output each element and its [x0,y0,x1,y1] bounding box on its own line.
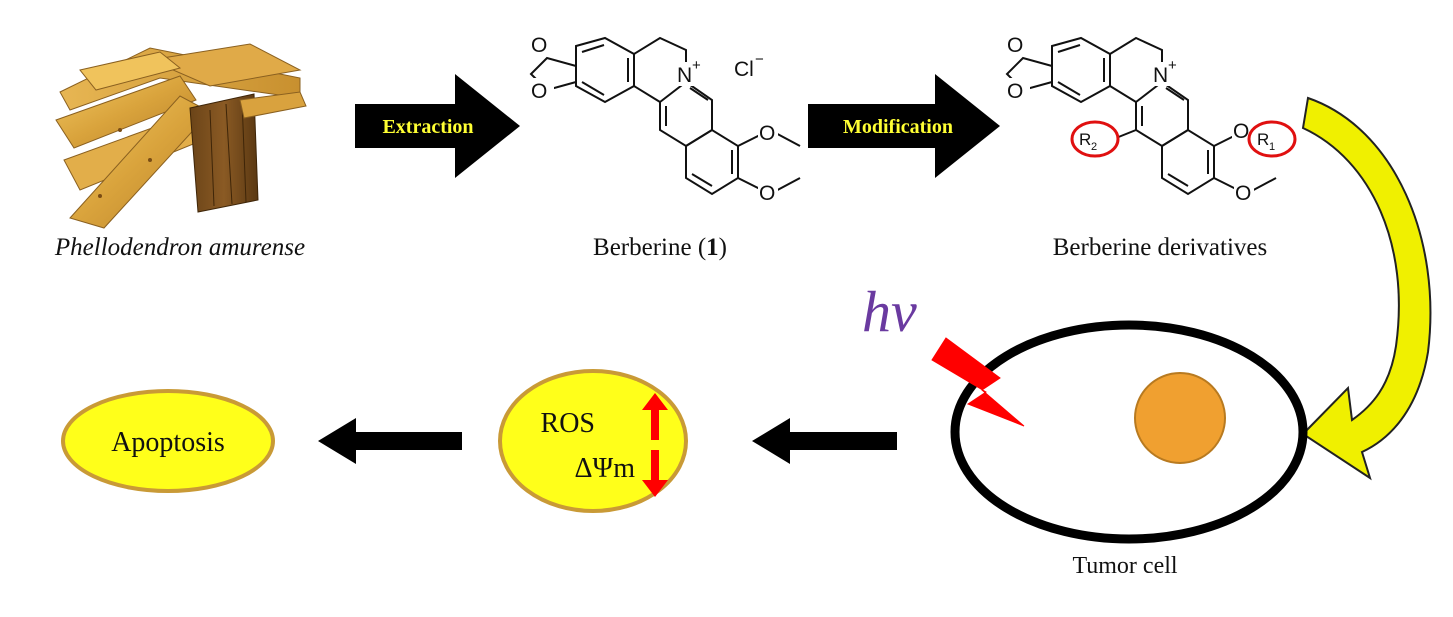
oxygen-atom: O [531,34,547,57]
modification-label: Modification [843,116,953,138]
arrow-cell-to-effects [752,418,897,464]
berberine-compound-number: 1 [706,234,719,261]
curved-arrow [1301,96,1432,481]
nucleus [1134,372,1226,464]
oxygen-atom: O [759,182,775,205]
oxygen-atom: O [1007,34,1023,57]
r2-subscript: 2 [1091,141,1097,153]
berberine-structure: O O N + Cl − O O [530,32,801,205]
berberine-caption-prefix: Berberine ( [593,234,707,261]
r2-highlight-ring [1070,120,1120,158]
effects-oval: ROS ΔΨm [498,369,688,513]
plant-bark-image [55,43,307,229]
tumor-cell-caption: Tumor cell [1072,553,1178,579]
r1-highlight-ring [1247,120,1297,158]
derivatives-caption: Berberine derivatives [1052,234,1268,261]
oxygen-atom: O [1233,120,1249,143]
tumor-cell [950,320,1308,544]
nitrogen-atom: N [1153,64,1168,87]
oxygen-atom: O [531,80,547,103]
nitrogen-atom: N [677,64,692,87]
oxygen-atom: O [1235,182,1251,205]
positive-charge: + [692,57,701,74]
source-caption: Phellodendron amurense [54,234,306,261]
arrow-effects-to-apoptosis [318,418,462,464]
derivative-structure: O O N + O O R 2 R 1 [1006,32,1297,205]
r1-subscript: 1 [1269,141,1275,153]
membrane-potential-label: ΔΨm [575,453,636,484]
oxygen-atom: O [1007,80,1023,103]
oxygen-atom: O [759,122,775,145]
down-arrow-icon [642,450,668,497]
up-arrow-icon [642,393,668,440]
extraction-label: Extraction [382,116,473,138]
berberine-caption-suffix: ) [718,234,727,261]
r1-letter: R [1257,130,1269,149]
modification-arrow: Modification [808,74,1000,178]
extraction-arrow: Extraction [355,74,520,178]
apoptosis-oval: Apoptosis [61,389,275,493]
chloride-ion: Cl [734,58,754,81]
r2-letter: R [1079,130,1091,149]
light-label: hv [862,279,917,344]
ros-label: ROS [541,408,595,439]
negative-charge: − [755,51,764,68]
apoptosis-label: Apoptosis [111,427,225,458]
berberine-caption: Berberine (1) [540,234,780,262]
lightning-icon [931,337,1025,427]
positive-charge: + [1168,57,1177,74]
